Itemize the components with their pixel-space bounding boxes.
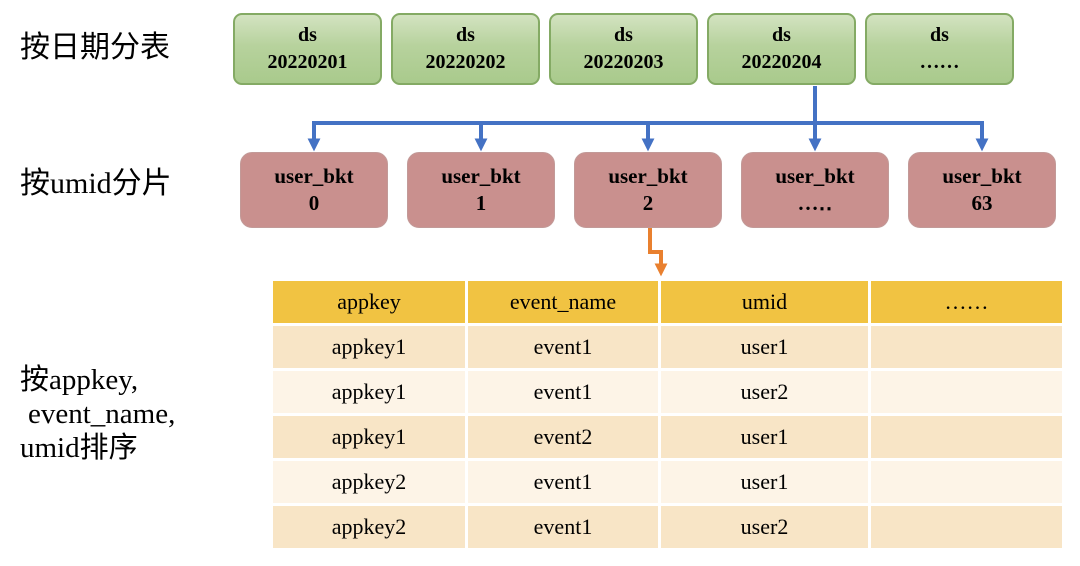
table-cell: event1 — [468, 461, 658, 503]
orange-pointer-arrow — [648, 228, 668, 277]
ds-box-20220203: ds 20220203 — [549, 13, 698, 85]
table-cell: user2 — [661, 506, 868, 548]
table-cell — [871, 416, 1062, 458]
bkt-box-index: 63 — [971, 191, 993, 215]
sort-order-line-3: umid排序 — [20, 432, 138, 465]
header-cell-umid: umid — [661, 281, 868, 323]
ds-box-title: ds — [298, 24, 317, 46]
bkt-box-more: user_bkt …‥ — [741, 152, 889, 228]
ds-box-date: 20220202 — [425, 51, 506, 73]
table-cell: appkey2 — [273, 461, 465, 503]
sorted-table: appkey event_name umid …… appkey1 event1… — [273, 281, 1062, 548]
bkt-box-index: 2 — [642, 191, 654, 215]
table-cell: appkey1 — [273, 326, 465, 368]
blue-fanout-arrow — [307, 86, 989, 152]
row-label-partition-by-date: 按日期分表 — [20, 31, 170, 64]
sort-order-line-1: 按appkey, — [20, 364, 139, 396]
bkt-box-1: user_bkt 1 — [407, 152, 555, 228]
table-cell: appkey1 — [273, 371, 465, 413]
bkt-box-2: user_bkt 2 — [574, 152, 722, 228]
ds-box-date: …… — [919, 51, 960, 73]
sort-order-line-2: event_name, — [28, 398, 176, 431]
bkt-box-title: user_bkt — [274, 163, 354, 188]
row-label-shard-by-umid: 按umid分片 — [20, 167, 172, 200]
header-cell-more: …… — [871, 281, 1062, 323]
table-cell: user2 — [661, 371, 868, 413]
table-cell: event2 — [468, 416, 658, 458]
bkt-box-title: user_bkt — [441, 163, 521, 188]
ds-box-date: 20220203 — [583, 51, 664, 73]
table-cell: appkey2 — [273, 506, 465, 548]
bkt-box-index: 1 — [475, 191, 487, 215]
bkt-box-title: user_bkt — [608, 163, 688, 188]
ds-box-title: ds — [772, 24, 791, 46]
header-cell-event-name: event_name — [468, 281, 658, 323]
row-label-sort-order: 按appkey, event_name, umid排序 — [20, 363, 175, 466]
ds-box-title: ds — [930, 24, 949, 46]
bkt-box-row: user_bkt 0 user_bkt 1 user_bkt 2 user_bk… — [240, 152, 1056, 228]
table-cell: event1 — [468, 371, 658, 413]
header-cell-appkey: appkey — [273, 281, 465, 323]
bkt-box-index: …‥ — [797, 191, 833, 215]
bkt-box-0: user_bkt 0 — [240, 152, 388, 228]
ds-box-row: ds 20220201 ds 20220202 ds 20220203 ds 2… — [233, 13, 1014, 85]
ds-box-20220202: ds 20220202 — [391, 13, 540, 85]
table-cell — [871, 326, 1062, 368]
ds-box-more: ds …… — [865, 13, 1014, 85]
table-cell: event1 — [468, 326, 658, 368]
table-cell — [871, 506, 1062, 548]
bkt-box-title: user_bkt — [775, 163, 855, 188]
bkt-box-title: user_bkt — [942, 163, 1022, 188]
table-cell: event1 — [468, 506, 658, 548]
table-cell: user1 — [661, 416, 868, 458]
bkt-box-index: 0 — [308, 191, 320, 215]
table-cell — [871, 371, 1062, 413]
table-cell: user1 — [661, 326, 868, 368]
ds-box-date: 20220204 — [741, 51, 822, 73]
ds-box-title: ds — [456, 24, 475, 46]
table-cell — [871, 461, 1062, 503]
ds-box-20220201: ds 20220201 — [233, 13, 382, 85]
table-cell: appkey1 — [273, 416, 465, 458]
ds-box-title: ds — [614, 24, 633, 46]
ds-box-20220204: ds 20220204 — [707, 13, 856, 85]
table-cell: user1 — [661, 461, 868, 503]
ds-box-date: 20220201 — [267, 51, 348, 73]
bkt-box-63: user_bkt 63 — [908, 152, 1056, 228]
